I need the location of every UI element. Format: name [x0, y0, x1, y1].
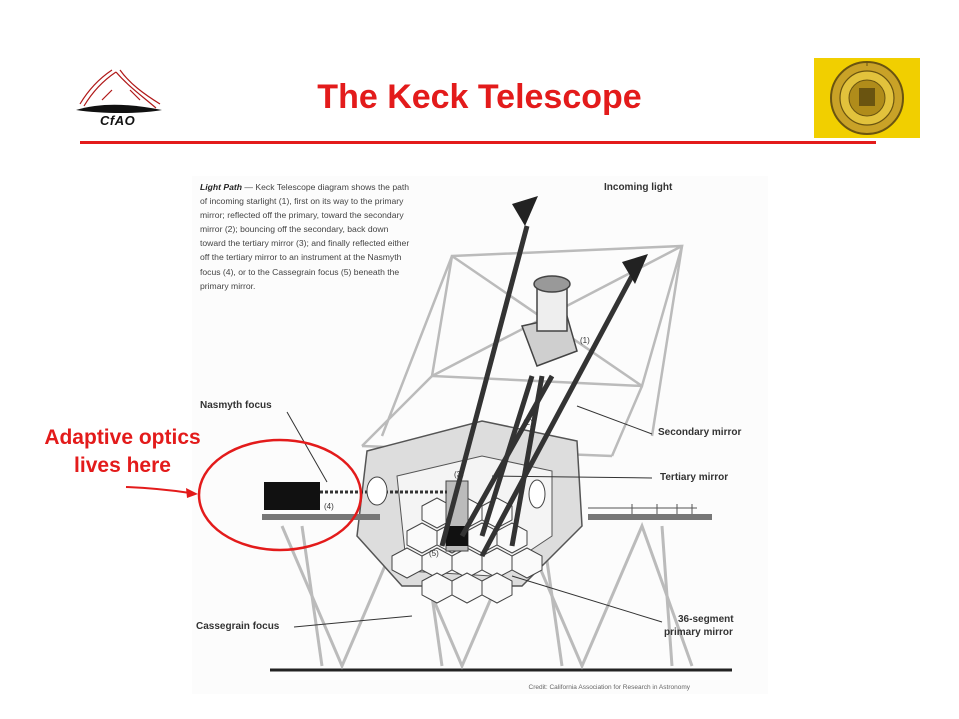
marker-2: (2): [523, 418, 533, 427]
marker-5: (5): [429, 549, 439, 558]
label-primary-mirror-line1: 36-segment: [678, 614, 734, 625]
annotation-arrowhead-icon: [186, 488, 198, 498]
adaptive-optics-annotation: Adaptive optics lives here: [0, 424, 245, 480]
telescope-diagram: Light Path — Keck Telescope diagram show…: [192, 176, 768, 694]
diagram-caption: Light Path — Keck Telescope diagram show…: [200, 180, 410, 293]
label-secondary-mirror: Secondary mirror: [658, 427, 742, 438]
cfao-logo-text: CfAO: [100, 113, 136, 128]
annotation-line-2: lives here: [74, 454, 171, 477]
cfao-logo: CfAO: [72, 64, 168, 136]
telescope-drawing: [262, 196, 732, 672]
caption-title: Light Path: [200, 182, 243, 192]
label-incoming-light: Incoming light: [604, 182, 673, 193]
uc-seal-icon: [830, 61, 904, 135]
diagram-credit: Credit: California Association for Resea…: [528, 684, 691, 691]
slide-title: The Keck Telescope: [317, 78, 642, 116]
marker-4: (4): [324, 502, 334, 511]
label-cassegrain-focus: Cassegrain focus: [196, 621, 280, 632]
caption-body: — Keck Telescope diagram shows the path …: [200, 182, 410, 291]
marker-1: (1): [580, 336, 590, 345]
annotation-arrow: [125, 486, 191, 494]
annotation-circle: [197, 438, 363, 552]
title-underline: [80, 141, 876, 144]
label-nasmyth-focus: Nasmyth focus: [200, 400, 272, 411]
marker-3: (3): [454, 470, 464, 479]
label-primary-mirror-line2: primary mirror: [664, 627, 733, 638]
label-tertiary-mirror: Tertiary mirror: [660, 472, 729, 483]
cfao-logo-icon: [76, 69, 162, 113]
annotation-line-1: Adaptive optics: [44, 426, 201, 449]
uc-seal: [814, 58, 920, 138]
